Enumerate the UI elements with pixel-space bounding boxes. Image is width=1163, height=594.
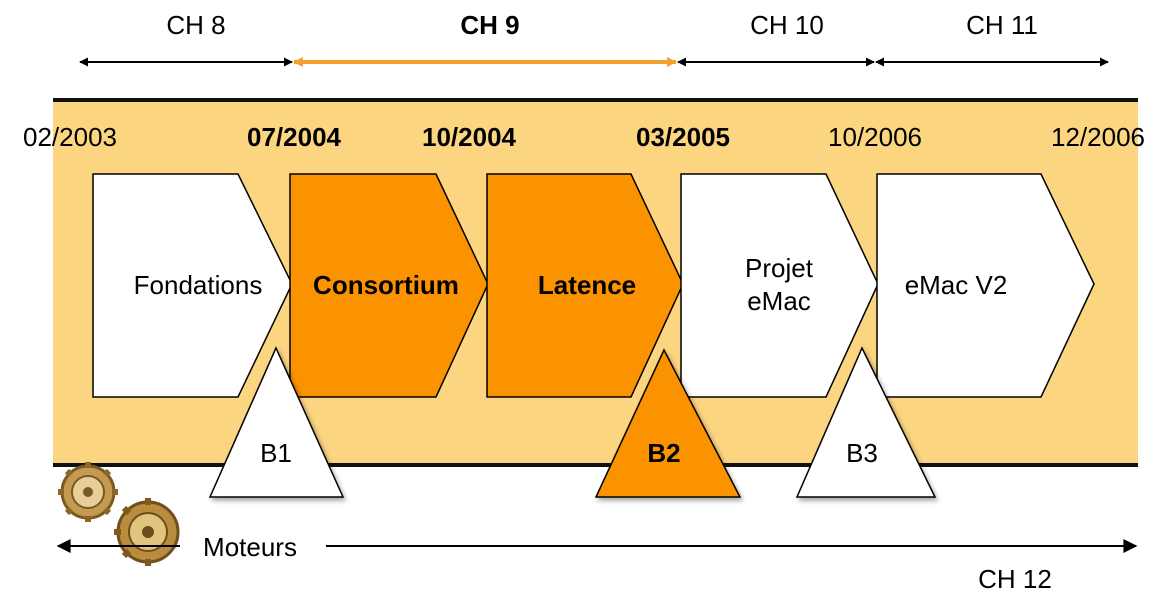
date-label: 10/2004 [422,122,517,152]
milestone-label: B2 [647,438,680,468]
date-label: 07/2004 [247,122,342,152]
phase-fondations: Fondations [92,173,293,398]
milestone-label: B1 [260,438,292,468]
phase-label: Projet [745,253,814,283]
phase-projet-emac: Projet eMac [680,173,879,398]
date-label: 02/2003 [23,122,117,152]
milestone-b2: B2 [594,348,742,498]
phase-chevrons: Fondations Consortium Latence Projet eMa… [92,173,1095,398]
phase-label: eMac V2 [905,270,1008,300]
chapter-labels: CH 8 CH 9 CH 10 CH 11 [166,10,1038,40]
milestone-label: B3 [846,438,878,468]
date-label: 03/2005 [636,122,730,152]
date-label: 12/2006 [1051,122,1145,152]
date-label: 10/2006 [828,122,922,152]
phase-label: Fondations [134,270,263,300]
phase-emac-v2: eMac V2 [876,173,1095,398]
chapter-label-ch8: CH 8 [166,10,225,40]
chapter-label-ch9: CH 9 [460,10,519,40]
chapter-label-ch12: CH 12 [978,564,1052,594]
milestone-b1: B1 [208,346,345,498]
engines-label-bg [180,528,326,564]
phase-label: Consortium [313,270,459,300]
chapter-label-ch10: CH 10 [750,10,824,40]
phase-label: Latence [538,270,636,300]
milestone-b3: B3 [795,346,937,498]
chapter-label-ch11: CH 11 [966,10,1038,40]
phase-label: eMac [747,286,811,316]
gears-icon [53,462,180,566]
milestones: B1 B2 B3 [208,346,937,498]
date-labels: 02/2003 07/2004 10/2004 03/2005 10/2006 … [23,122,1145,152]
engines-label: Moteurs [203,532,297,562]
phase-latence: Latence [486,173,684,398]
phase-consortium: Consortium [289,173,489,398]
